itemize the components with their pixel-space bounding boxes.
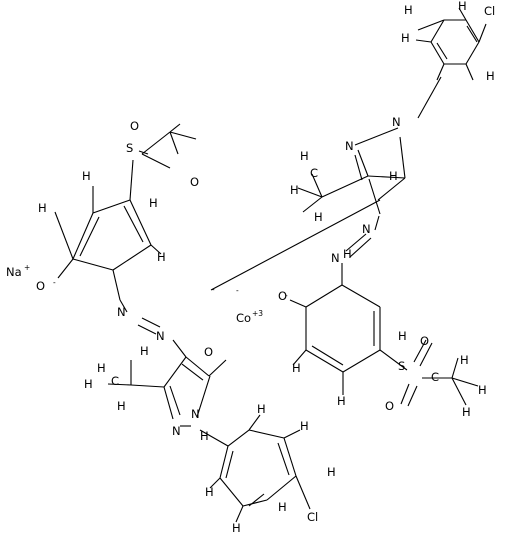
atom-label-h12: H (389, 169, 398, 183)
atom-label-c1: C (310, 166, 318, 180)
atom-label-h6: H (38, 201, 47, 215)
atom-label-h19: H (462, 405, 471, 419)
atom-label-o6: O (385, 399, 394, 413)
atom-label-h8: H (157, 250, 166, 264)
atom-label-h26: H (205, 485, 214, 499)
atom-label-s2: S (398, 359, 405, 373)
atom-label-h11: H (314, 210, 323, 224)
atom-label-h20: H (140, 344, 149, 358)
atom-label-s1: S (126, 141, 133, 155)
anion-charge-q2: - (212, 285, 215, 294)
atom-label-o5: O (420, 334, 429, 348)
atom-label-h15: H (337, 394, 346, 408)
atom-label-n7: N (172, 424, 181, 438)
atom-label-h29: H (327, 465, 336, 479)
bond-lines (54, 7, 487, 523)
atom-label-h16: H (398, 329, 407, 343)
atom-label-o1: O (130, 119, 139, 133)
atom-label-h17: H (460, 353, 469, 367)
atom-label-c2: C (431, 370, 439, 384)
atom-label-n1: N (392, 115, 401, 129)
atom-label-h22: H (97, 361, 106, 375)
atom-label-h2: H (458, 0, 467, 13)
atom-label-h4: H (486, 69, 495, 83)
atom-label-h30: H (278, 500, 287, 514)
atom-label-h23: H (117, 399, 126, 413)
atom-label-o7: O (204, 345, 213, 359)
atom-label-h14: H (292, 361, 301, 375)
anion-charge-q1: - (236, 286, 239, 295)
atom-label-h3: H (401, 31, 410, 45)
atom-label-h28: H (200, 429, 209, 443)
atom-label-h5: H (82, 169, 91, 183)
atom-label-o2: O (190, 175, 199, 189)
atom-label-o4: O (278, 289, 287, 303)
atom-label-h10: H (290, 183, 299, 197)
atom-label-cl1: Cl (484, 4, 495, 18)
anion-charge-q4: - (285, 291, 288, 300)
atom-label-h25: H (300, 419, 309, 433)
atom-label-n6: N (156, 329, 165, 343)
atom-label-cl2: Cl (307, 510, 318, 524)
atom-label-h24: H (257, 402, 266, 416)
anion-charge-q3: - (53, 278, 56, 287)
atom-label-h21: H (84, 377, 93, 391)
sodium-charge: + (24, 263, 30, 272)
atom-label-n5: N (117, 305, 126, 319)
atom-label-o3: O (36, 279, 45, 293)
atom-label-n4: N (331, 251, 340, 265)
atom-label-n2: N (345, 139, 354, 153)
cobalt-charge: +3 (252, 309, 263, 318)
atom-label-h13: H (343, 247, 352, 261)
cobalt-label: Co (236, 311, 251, 325)
atom-label-h27: H (232, 521, 241, 535)
atom-label-n3: N (362, 222, 371, 236)
sodium-label: Na (6, 265, 22, 279)
atom-label-n8: N (191, 407, 200, 421)
atom-label-c3: C (111, 374, 119, 388)
atom-label-h18: H (478, 383, 487, 397)
atom-label-h1: H (404, 3, 413, 17)
atom-label-h7: H (149, 196, 158, 210)
atom-label-h9: H (300, 149, 309, 163)
